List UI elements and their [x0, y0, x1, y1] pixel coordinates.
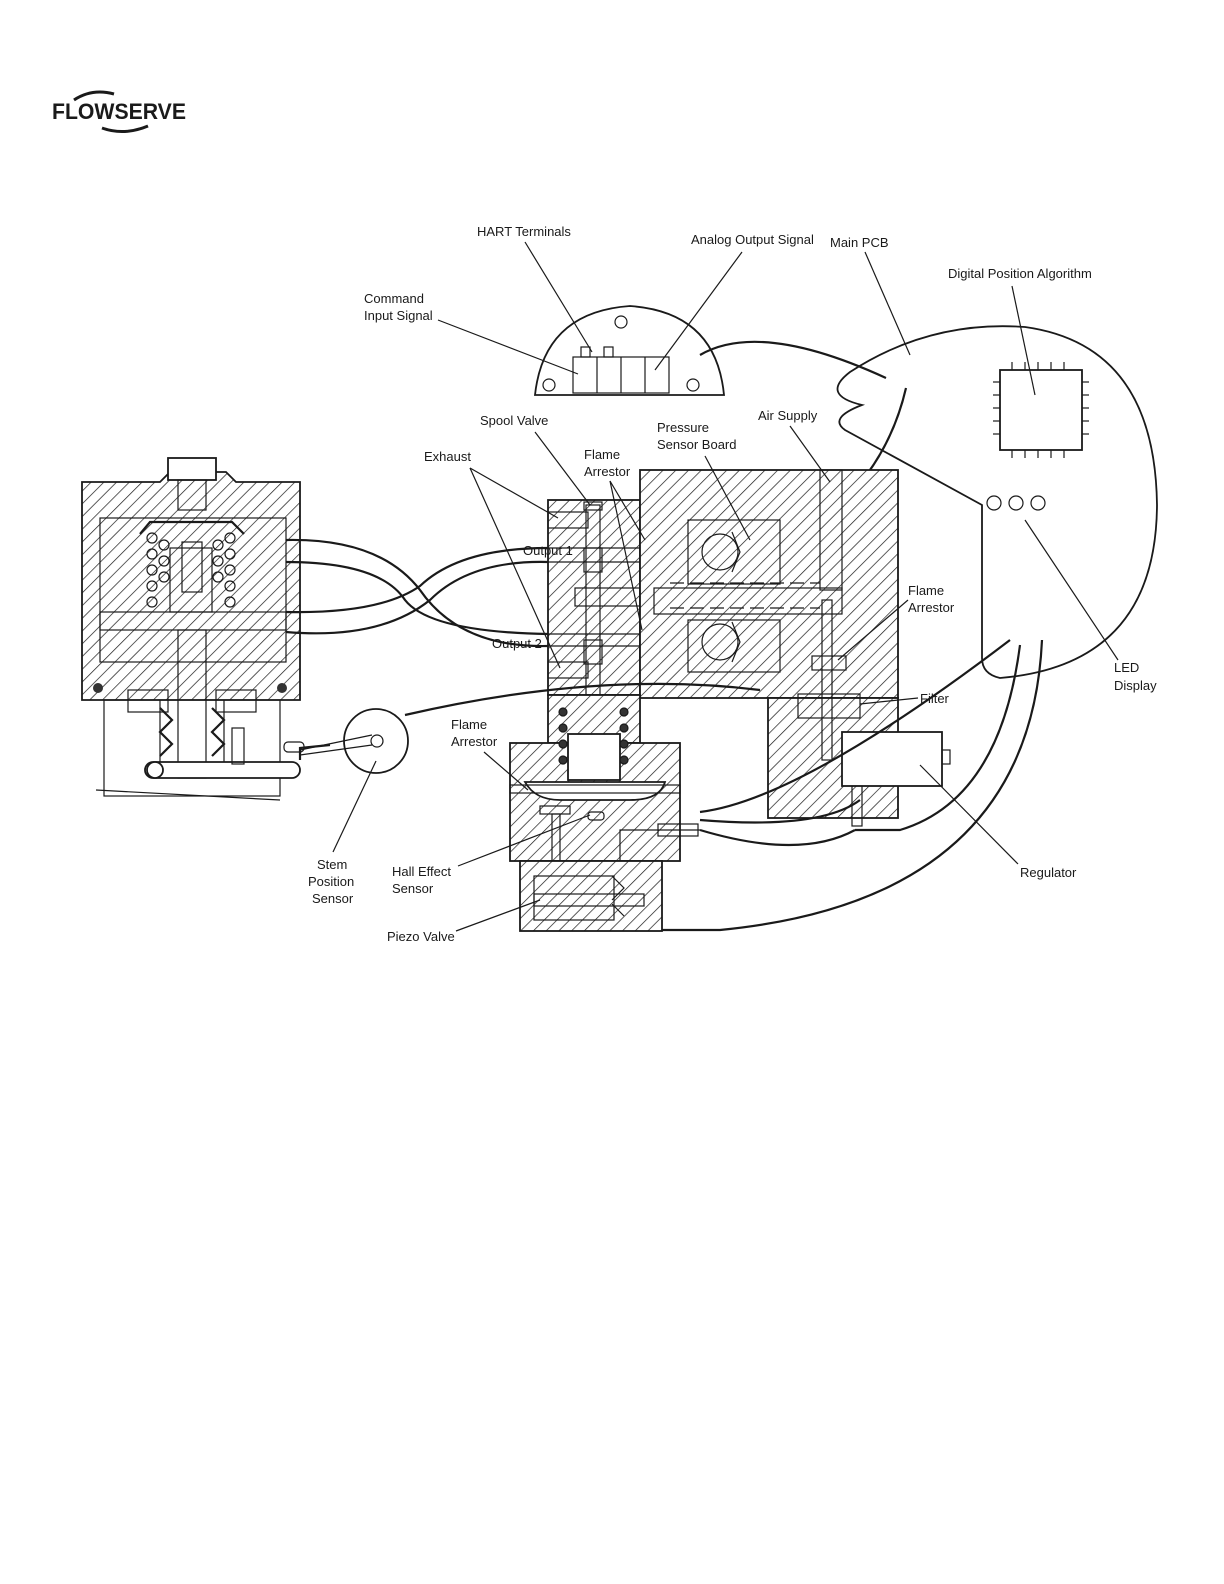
label-command-input-signal-line1: Command [364, 291, 424, 306]
label-flame-arrestor-bottom-line1: Flame [451, 717, 487, 732]
label-flame-arrestor-top-line1: Flame [584, 447, 620, 462]
label-pressure-sensor-board-line2: Sensor Board [657, 437, 737, 452]
label-main-pcb: Main PCB [830, 235, 889, 250]
label-flame-arrestor-bottom-line2: Arrestor [451, 734, 498, 749]
label-stem-position-sensor-line3: Sensor [312, 891, 354, 906]
label-flame-arrestor-right-line1: Flame [908, 583, 944, 598]
label-led-display-line1: LED [1114, 660, 1139, 675]
label-analog-output-signal: Analog Output Signal [691, 232, 814, 247]
label-stem-position-sensor-line1: Stem [317, 857, 347, 872]
label-filter: Filter [920, 691, 950, 706]
label-output-2: Output 2 [492, 636, 542, 651]
label-stem-position-sensor-line2: Position [308, 874, 354, 889]
label-command-input-signal-line2: Input Signal [364, 308, 433, 323]
label-hall-effect-sensor-line1: Hall Effect [392, 864, 451, 879]
label-piezo-valve: Piezo Valve [387, 929, 455, 944]
label-pressure-sensor-board-line1: Pressure [657, 420, 709, 435]
label-hart-terminals: HART Terminals [477, 224, 571, 239]
label-hall-effect-sensor-line2: Sensor [392, 881, 434, 896]
label-digital-position-algorithm: Digital Position Algorithm [948, 266, 1092, 281]
terminal-block [535, 306, 724, 395]
label-output-1: Output 1 [523, 543, 573, 558]
label-led-display-line2: Display [1114, 678, 1157, 693]
label-flame-arrestor-top-line2: Arrestor [584, 464, 631, 479]
label-spool-valve: Spool Valve [480, 413, 548, 428]
label-exhaust: Exhaust [424, 449, 471, 464]
actuator [82, 458, 330, 800]
label-air-supply: Air Supply [758, 408, 818, 423]
label-flame-arrestor-right-line2: Arrestor [908, 600, 955, 615]
label-regulator: Regulator [1020, 865, 1077, 880]
